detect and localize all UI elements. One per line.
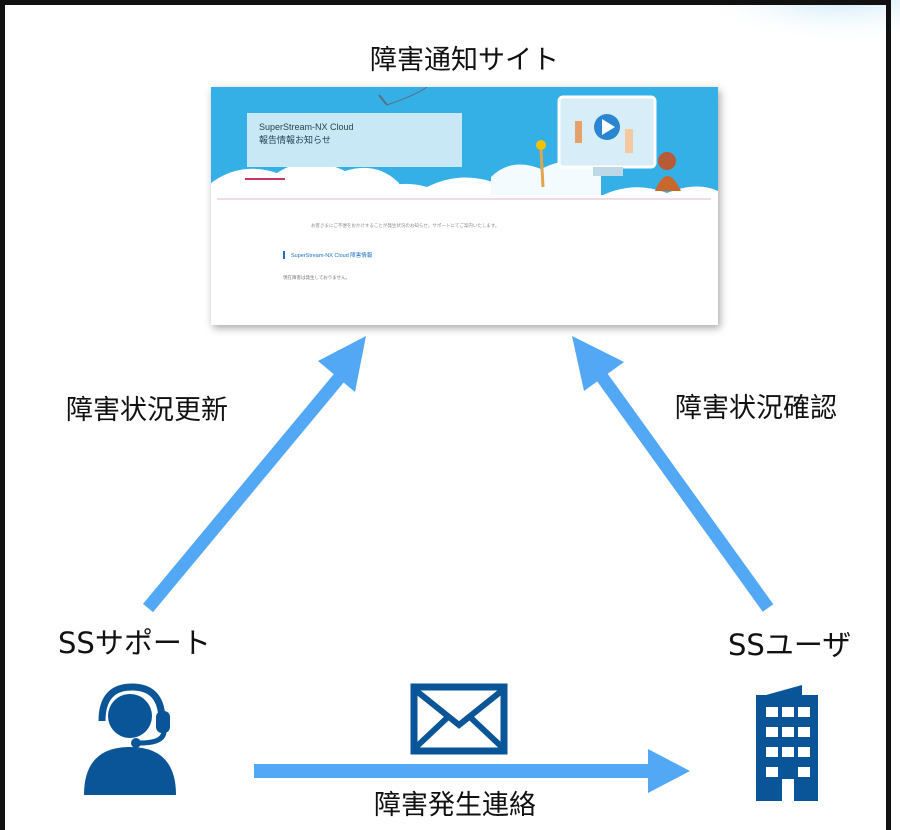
arrow-update — [142, 373, 345, 613]
decor-corner — [710, 0, 900, 50]
arrow-contact-head — [648, 749, 690, 793]
arrow-confirm-head — [572, 336, 624, 391]
site-label: 障害通知サイト — [370, 45, 559, 76]
site-title-line1: SuperStream-NX Cloud — [259, 122, 354, 132]
support-label: SSサポート — [58, 626, 211, 660]
site-hero-art — [211, 87, 718, 215]
site-incident-link[interactable]: SuperStream-NX Cloud 障害情報 — [283, 251, 372, 259]
site-title-box: SuperStream-NX Cloud 報告情報お知らせ — [247, 113, 462, 167]
arrow-confirm — [596, 373, 774, 612]
site-notice-text: お客さまにご不便をおかけすることが発生状況のお知らせ。サポートにてご案内いたしま… — [311, 223, 500, 228]
mail-icon — [410, 683, 508, 755]
support-person-icon — [84, 683, 176, 795]
arrow-update-head — [318, 336, 366, 392]
building-icon — [756, 685, 818, 801]
update-label: 障害状況更新 — [66, 395, 228, 426]
confirm-label: 障害状況確認 — [675, 393, 837, 424]
contact-label: 障害発生連絡 — [374, 790, 536, 821]
site-title-line2: 報告情報お知らせ — [259, 135, 331, 145]
user-label: SSユーザ — [728, 628, 852, 662]
site-status-note: 現在障害は発生しておりません。 — [283, 275, 351, 280]
site-screenshot: SuperStream-NX Cloud 報告情報お知らせ お客さまにご不便をお… — [211, 87, 718, 325]
